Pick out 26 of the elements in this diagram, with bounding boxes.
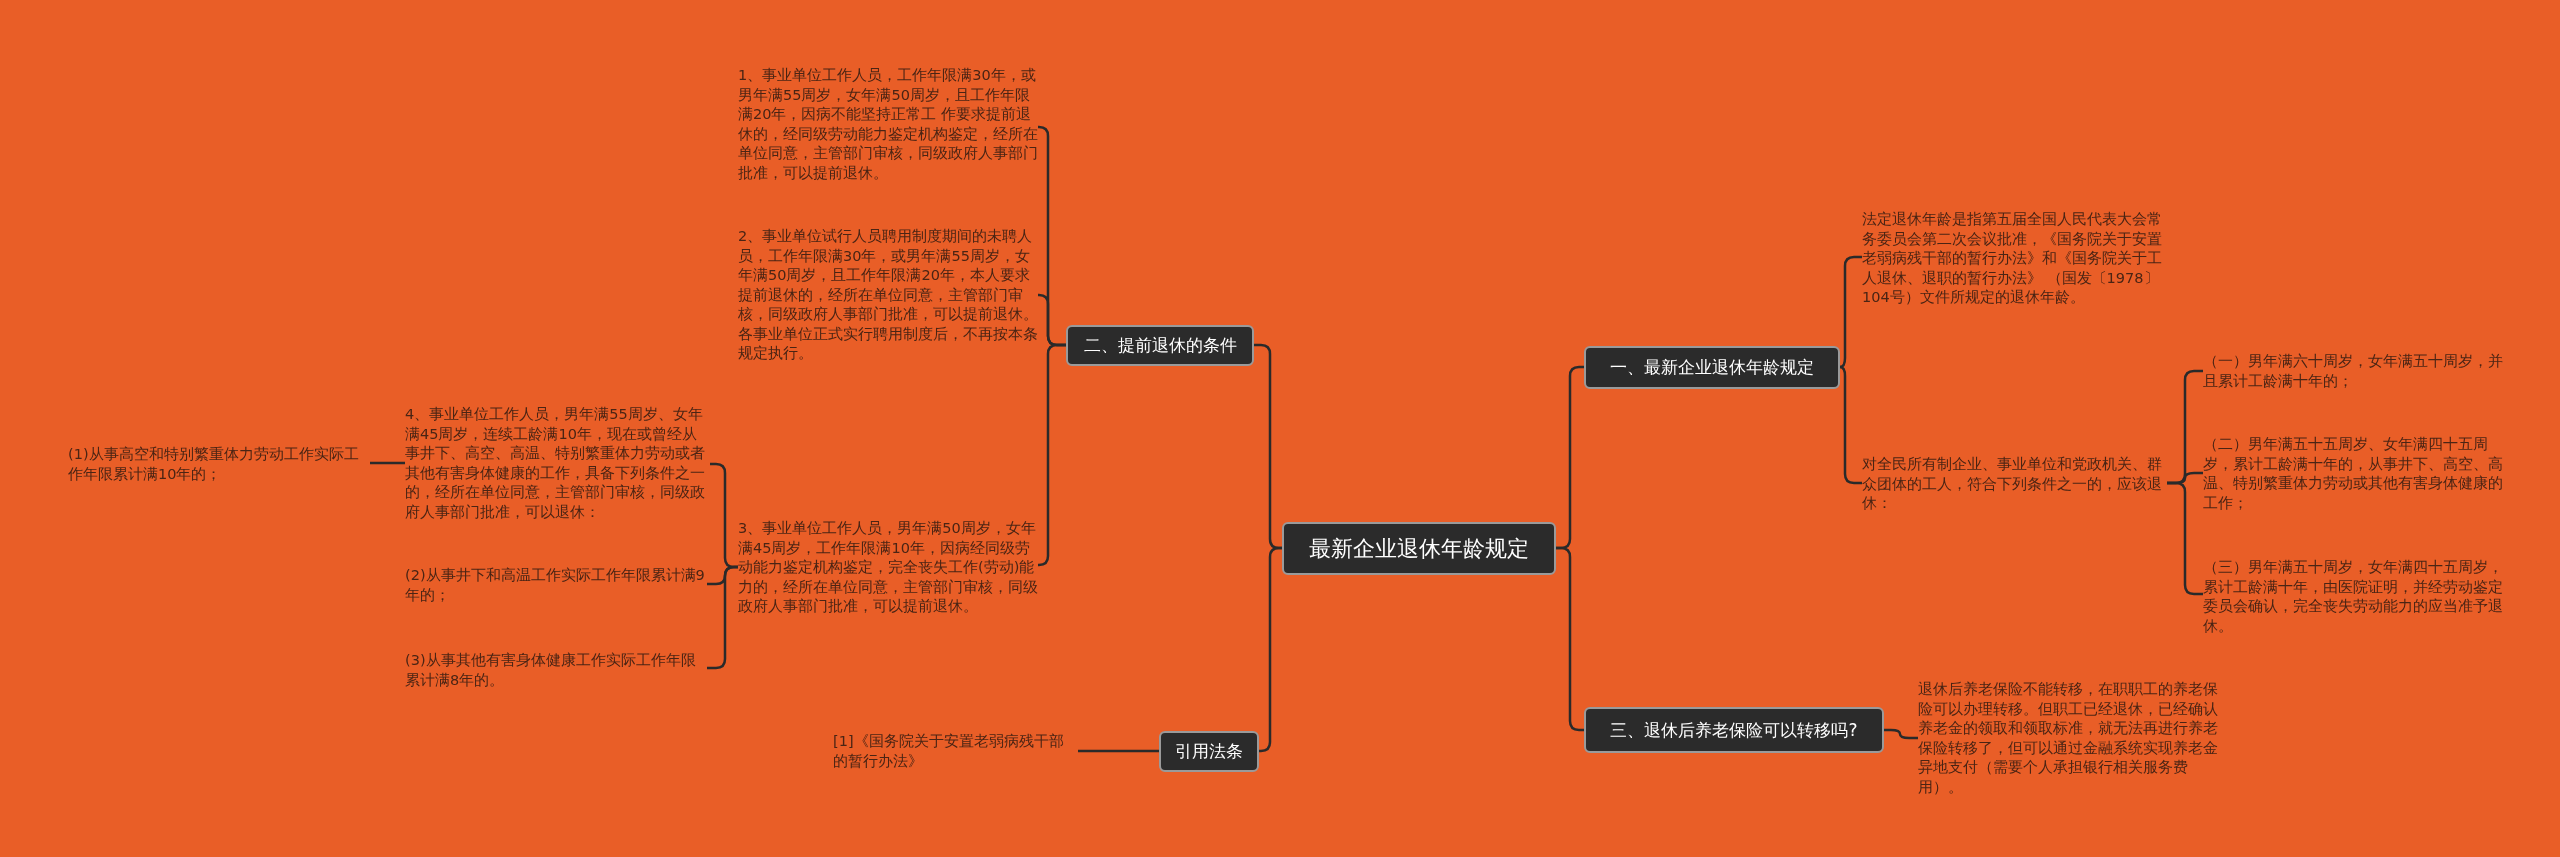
note-text: 4、事业单位工作人员，男年满55周岁、女年满45周岁，连续工龄满10年，现在或曾经从事井下、高空、高温、特别繁重体力劳动或者其他有害身体健康的工作，具备下列条件之一的，经所在单位同意，主管部门审核，同级政府人事部门批准，可以退休： — [405, 405, 710, 522]
note-text: (2)从事井下和高温工作实际工作年限累计满9年的； — [405, 566, 707, 605]
note-text: 3、事业单位工作人员，男年满50周岁，女年满45周岁，工作年限满10年，因病经同级劳动能力鉴定机构鉴定，完全丧失工作(劳动)能力的，经所在单位同意，主管部门审核，同级政府人事部门批准，可以提前退休。 — [738, 519, 1038, 617]
branch-topic-box: 二、提前退休的条件 — [1066, 325, 1254, 366]
branch-topic-box: 一、最新企业退休年龄规定 — [1584, 346, 1840, 389]
connector-line — [1838, 365, 1862, 485]
note-text: （一）男年满六十周岁，女年满五十周岁，并且累计工龄满十年的； — [2203, 352, 2508, 391]
note-text: 法定退休年龄是指第五届全国人民代表大会常务委员会第二次会议批准，《国务院关于安置老弱病残干部的暂行办法》和《国务院关于工人退休、退职的暂行办法》 （国发〔1978〕104号）文件所规定的退休年龄。 — [1862, 210, 2167, 308]
note-text: (1)从事高空和特别繁重体力劳动工作实际工作年限累计满10年的； — [68, 445, 370, 484]
note-text: 2、事业单位试行人员聘用制度期间的未聘人员，工作年限满30年，或男年满55周岁，女年满50周岁，且工作年限满20年，本人要求提前退休的，经所在单位同意，主管部门审核，同级政府人事部门批准，可以提前退休。各事业单位正式实行聘用制度后，不再按本条规定执行。 — [738, 227, 1038, 364]
note-text: （二）男年满五十五周岁、女年满四十五周岁，累计工龄满十年的，从事井下、高空、高温、特别繁重体力劳动或其他有害身体健康的工作； — [2203, 435, 2508, 513]
connector-line — [370, 461, 405, 465]
connector-line — [1259, 546, 1282, 753]
connector-line — [1037, 343, 1066, 567]
note-text: （三）男年满五十周岁，女年满四十五周岁，累计工龄满十年，由医院证明，并经劳动鉴定委员会确认，完全丧失劳动能力的应当准予退休。 — [2203, 558, 2508, 636]
connector-line — [1078, 749, 1159, 753]
note-text: 对全民所有制企业、事业单位和党政机关、群众团体的工人，符合下列条件之一的，应该退休： — [1862, 455, 2167, 514]
note-text: 退休后养老保险不能转移，在职职工的养老保险可以办理转移。但职工已经退休，已经确认养老金的领取和领取标准，就无法再进行养老保险转移了，但可以通过金融系统实现养老金异地支付（需要个人承担银行相关服务费用）。 — [1918, 680, 2223, 797]
branch-topic-box: 引用法条 — [1159, 731, 1259, 772]
note-text: 1、事业单位工作人员，工作年限满30年，或男年满55周岁，女年满50周岁，且工作年限满20年，因病不能坚持正常工 作要求提前退休的，经同级劳动能力鉴定机构鉴定，经所在单位同意，主管部门审核，同级政府人事部门批准，可以提前退休。 — [738, 66, 1038, 183]
connector-line — [1884, 728, 1918, 740]
note-text: [1]《国务院关于安置老弱病残干部的暂行办法》 — [833, 732, 1078, 771]
note-text: (3)从事其他有害身体健康工作实际工作年限累计满8年的。 — [405, 651, 707, 690]
connector-line — [1838, 255, 1862, 369]
branch-topic-box: 三、退休后养老保险可以转移吗? — [1584, 707, 1884, 753]
central-topic-box: 最新企业退休年龄规定 — [1282, 522, 1556, 575]
